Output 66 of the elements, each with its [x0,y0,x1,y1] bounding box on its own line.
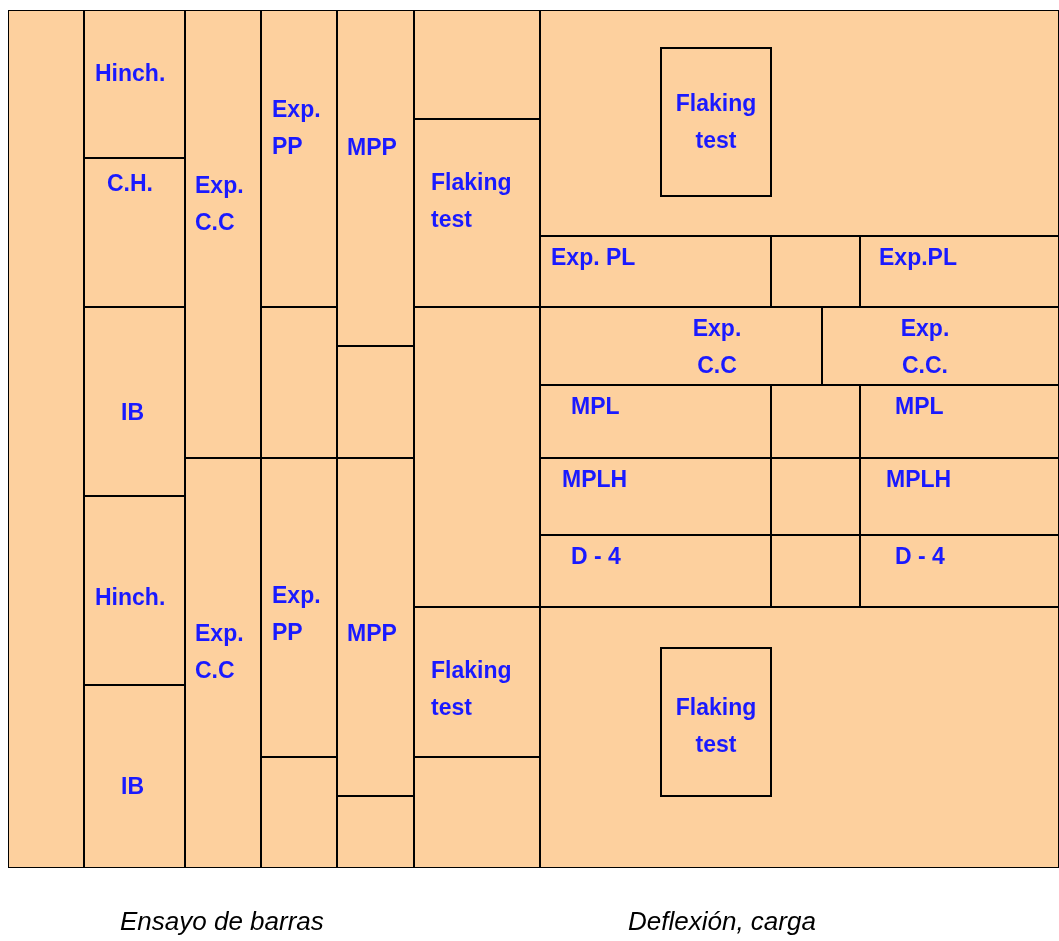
specimen-cell [860,385,1059,458]
specimen-label: D - 4 [571,542,622,571]
blank-cell [540,607,1059,868]
specimen-label: Flaking test [431,168,513,234]
specimen-cell [540,458,771,535]
caption-text: Ensayo de barras [120,906,324,937]
specimen-cell [540,236,771,307]
specimen-label: MPL [895,392,945,421]
specimen-cell [84,496,185,685]
specimen-cell [185,10,261,458]
specimen-cell [860,458,1059,535]
specimen-cell [414,607,540,757]
specimen-label: MPLH [886,465,953,494]
specimen-label: Hinch. [95,59,167,88]
specimen-cell [84,158,185,307]
specimen-label: Flaking test [431,656,513,722]
specimen-label: Exp. C.C [195,619,245,685]
specimen-cell [414,119,540,307]
specimen-label: Hinch. [95,583,167,612]
blank-cell [414,757,540,868]
blank-cell [414,307,540,607]
specimen-label: Exp. PL [551,243,637,272]
blank-cell [8,10,84,868]
specimen-cell [261,458,337,757]
blank-cell [771,385,860,458]
specimen-cell [540,307,822,385]
specimen-label: MPL [571,392,621,421]
blank-cell [337,796,414,868]
specimen-cell [822,307,1059,385]
specimen-cell [660,47,772,197]
specimen-label: Exp. PP [272,581,322,647]
specimen-label: Flaking test [674,89,758,155]
specimen-cell [860,236,1059,307]
specimen-cell [84,307,185,496]
caption-text: Deflexión, carga [628,906,816,937]
specimen-cell [860,535,1059,607]
specimen-label: MPLH [562,465,629,494]
specimen-cell [337,458,414,796]
specimen-label: Exp.PL [879,243,958,272]
specimen-label: MPP [347,619,398,648]
specimen-cell [84,10,185,158]
specimen-label: Flaking test [674,693,758,759]
specimen-cell [660,647,772,797]
blank-cell [261,757,337,868]
specimen-label: IB [121,398,145,427]
blank-cell [414,10,540,119]
specimen-cell [540,385,771,458]
specimen-cell [337,10,414,346]
specimen-label: Exp. C.C [691,314,743,380]
specimen-cell [185,458,261,868]
specimen-label: MPP [347,133,398,162]
blank-cell [337,346,414,458]
specimen-label: Exp. C.C [195,171,245,237]
blank-cell [771,535,860,607]
specimen-label: C.H. [107,169,154,198]
specimen-cell [540,535,771,607]
specimen-label: IB [121,772,145,801]
specimen-cell [84,685,185,868]
specimen-cell [261,10,337,307]
specimen-label: Exp. C.C. [899,314,951,380]
blank-cell [771,458,860,535]
specimen-label: D - 4 [895,542,946,571]
blank-cell [540,10,1059,236]
specimen-label: Exp. PP [272,95,322,161]
blank-cell [771,236,860,307]
blank-cell [261,307,337,458]
